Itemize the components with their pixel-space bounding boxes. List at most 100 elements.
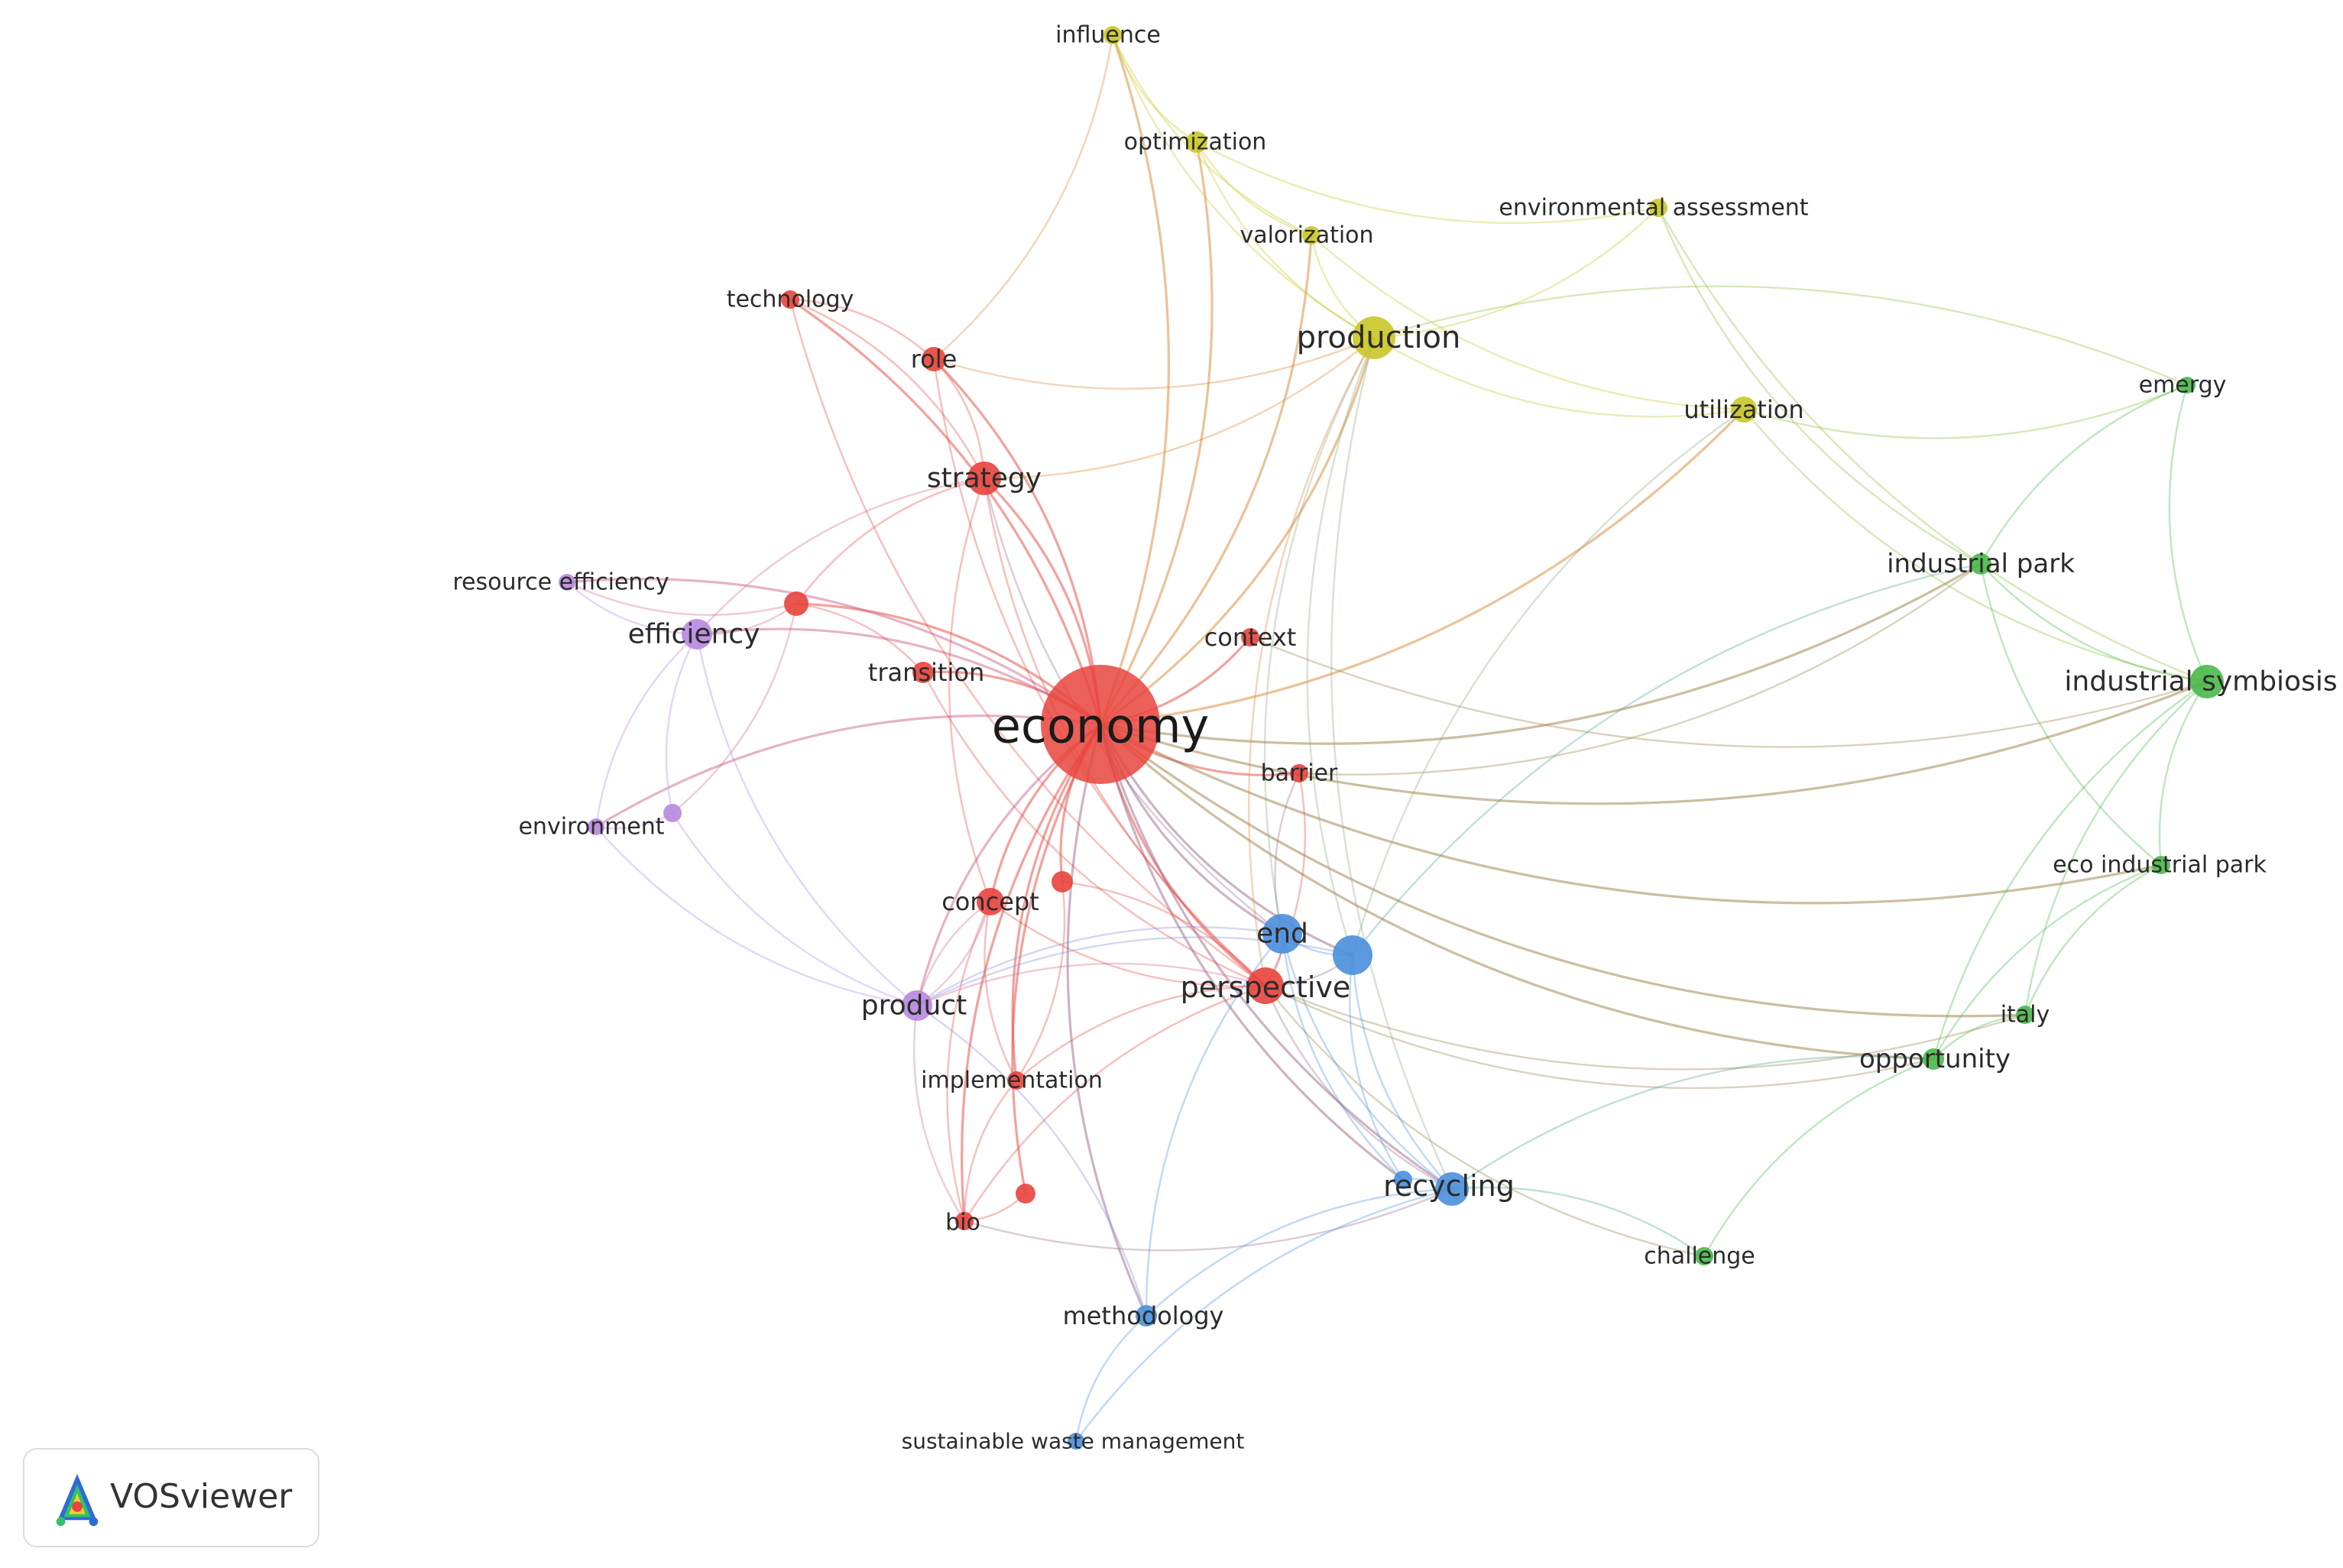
label-methodology: methodology	[1063, 1301, 1224, 1330]
vosviewer-logo-icon	[56, 1473, 99, 1527]
label-economy: economy	[992, 698, 1209, 754]
node-barrier[interactable]	[1290, 764, 1308, 782]
node-role[interactable]	[922, 347, 946, 371]
link-concept-perspective	[990, 901, 1266, 987]
node-end[interactable]	[1262, 914, 1302, 954]
node-r-unl3[interactable]	[1052, 871, 1073, 893]
link-utilization-b_unl1	[1351, 409, 1745, 956]
node-concept[interactable]	[977, 888, 1004, 915]
label-barrier: barrier	[1261, 760, 1338, 787]
node-r-unl1[interactable]	[784, 591, 809, 616]
link-end-recycling	[1281, 933, 1453, 1190]
node-recycling[interactable]	[1435, 1172, 1469, 1206]
link-production-environmental_assessment	[1373, 207, 1659, 339]
node-emergy[interactable]	[2179, 377, 2196, 394]
node-strategy[interactable]	[967, 462, 1001, 495]
node-influence[interactable]	[1103, 26, 1122, 44]
node-b-unl2[interactable]	[1394, 1171, 1412, 1189]
link-barrier-industrial_park	[1298, 563, 1982, 776]
link-bio-recycling	[964, 1187, 1453, 1252]
link-transition-r_unl1	[796, 602, 924, 673]
label-role: role	[911, 345, 958, 374]
label-industrial-park: industrial park	[1887, 549, 2075, 579]
link-implementation-bio	[963, 1080, 1017, 1222]
link-end-methodology	[1145, 933, 1283, 1317]
link-influence-optimization	[1111, 34, 1197, 144]
link-economy-influence	[1099, 34, 1170, 725]
link-role-influence	[933, 34, 1114, 360]
node-production[interactable]	[1353, 316, 1395, 359]
link-opportunity-challenge	[1703, 1058, 1934, 1257]
link-transition-perspective	[922, 672, 1266, 987]
link-environmental_assessment-industrial_symbiosis	[1657, 207, 2208, 683]
node-utilization[interactable]	[1731, 397, 1757, 423]
node-context[interactable]	[1241, 628, 1259, 646]
link-role-technology	[789, 298, 935, 360]
label-product: product	[861, 990, 967, 1022]
link-role-perspective	[932, 358, 1266, 986]
link-strategy-efficiency	[696, 477, 985, 635]
link-perspective-implementation	[1016, 984, 1266, 1081]
link-concept-product	[915, 901, 991, 1006]
node-environment[interactable]	[588, 818, 604, 835]
link-perspective-recycling	[1264, 985, 1453, 1191]
node-product[interactable]	[902, 990, 932, 1021]
node-bio[interactable]	[955, 1212, 974, 1230]
node-eco-industrial-park[interactable]	[2152, 856, 2170, 874]
label-resource-efficiency: resource efficiency	[452, 569, 669, 596]
link-utilization-industrial_symbiosis	[1743, 409, 2208, 683]
link-b_unl1-recycling	[1351, 954, 1453, 1190]
label-optimization: optimization	[1124, 129, 1267, 156]
link-economy-recycling	[1099, 724, 1453, 1191]
label-italy: italy	[2001, 1002, 2050, 1029]
node-opportunity[interactable]	[1923, 1048, 1944, 1070]
link-implementation-r_unl3	[1015, 881, 1066, 1081]
link-emergy-industrial_symbiosis	[2168, 384, 2209, 682]
link-economy-methodology	[1066, 724, 1148, 1317]
node-optimization[interactable]	[1186, 131, 1207, 153]
node-methodology[interactable]	[1136, 1305, 1157, 1327]
link-strategy-technology	[789, 298, 986, 479]
node-valorization[interactable]	[1302, 226, 1321, 245]
links-layer	[566, 34, 2209, 1442]
link-perspective-barrier	[1264, 773, 1307, 986]
link-production-utilization	[1373, 336, 1745, 418]
link-efficiency-product	[695, 633, 918, 1006]
link-economy-industrial_symbiosis	[1100, 680, 2208, 805]
link-recycling-methodology	[1146, 1187, 1453, 1317]
node-resource-efficiency[interactable]	[559, 574, 575, 591]
link-economy-bio	[961, 724, 1102, 1222]
link-optimization-environmental_assessment	[1196, 141, 1659, 225]
label-implementation: implementation	[921, 1067, 1103, 1094]
node-implementation[interactable]	[1007, 1071, 1026, 1090]
node-technology[interactable]	[781, 290, 799, 309]
node-sustainable-waste-management[interactable]	[1068, 1433, 1084, 1450]
node-r-unl2[interactable]	[1016, 1184, 1035, 1204]
link-resource_efficiency-r_unl1	[566, 581, 797, 616]
label-context: context	[1204, 623, 1297, 652]
link-economy-eco_industrial_park	[1100, 723, 2162, 905]
label-influence: influence	[1055, 22, 1161, 49]
node-environmental-assessment[interactable]	[1649, 199, 1667, 217]
label-sustainable-waste-management: sustainable waste management	[902, 1429, 1245, 1454]
node-perspective[interactable]	[1247, 967, 1284, 1004]
node-italy[interactable]	[2016, 1006, 2034, 1024]
link-strategy-concept	[948, 478, 992, 902]
node-efficiency[interactable]	[682, 619, 712, 650]
link-perspective-challenge	[1265, 985, 1705, 1258]
node-industrial-symbiosis[interactable]	[2190, 665, 2224, 698]
link-valorization-utilization	[1311, 235, 1745, 411]
link-efficiency-environment	[595, 633, 698, 828]
node-transition[interactable]	[912, 662, 934, 683]
link-industrial_symbiosis-italy	[2024, 681, 2208, 1016]
node-challenge[interactable]	[1695, 1247, 1713, 1265]
node-b-unl1[interactable]	[1333, 935, 1372, 975]
label-recycling: recycling	[1383, 1169, 1515, 1203]
node-economy[interactable]	[1041, 665, 1160, 784]
node-p-unl1[interactable]	[663, 804, 682, 822]
label-environment: environment	[518, 814, 664, 841]
node-industrial-park[interactable]	[1970, 553, 1991, 575]
label-efficiency: efficiency	[628, 619, 760, 650]
link-emergy-industrial_park	[1979, 384, 2188, 565]
